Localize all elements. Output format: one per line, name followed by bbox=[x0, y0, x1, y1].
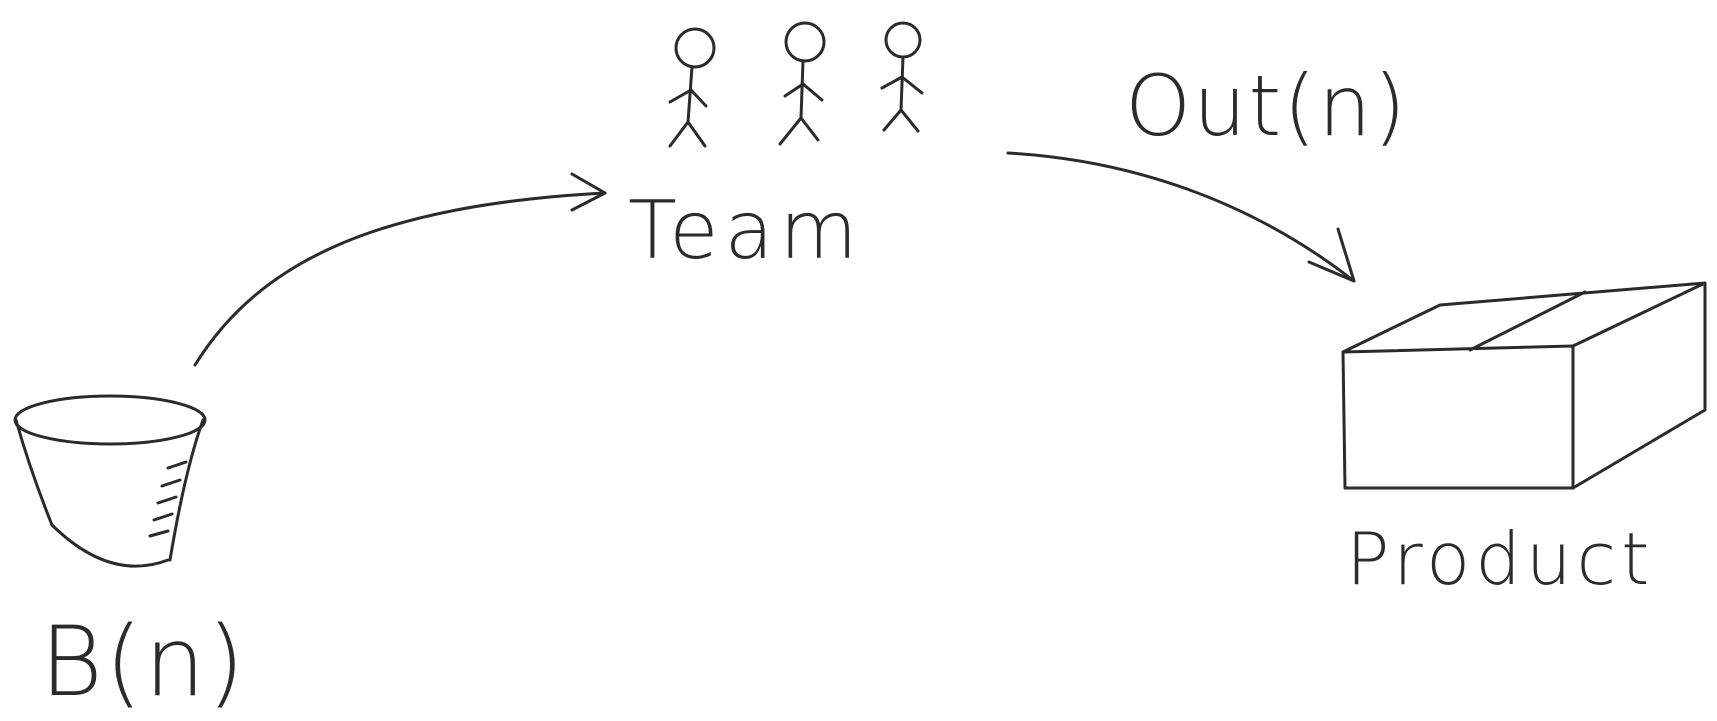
team-label: Team bbox=[628, 184, 863, 277]
person-icon bbox=[778, 21, 826, 146]
arrow-backlog-to-team bbox=[193, 172, 607, 367]
arrow-team-to-product bbox=[1006, 151, 1356, 283]
product-label: Product bbox=[1346, 517, 1654, 601]
box-icon bbox=[1341, 281, 1707, 490]
output-edge-label: Out(n) bbox=[1125, 57, 1408, 155]
backlog-label: B(n) bbox=[40, 606, 247, 718]
person-icon bbox=[880, 21, 924, 133]
person-icon bbox=[668, 27, 716, 148]
bucket-icon bbox=[13, 394, 207, 568]
people-icon bbox=[668, 21, 924, 148]
